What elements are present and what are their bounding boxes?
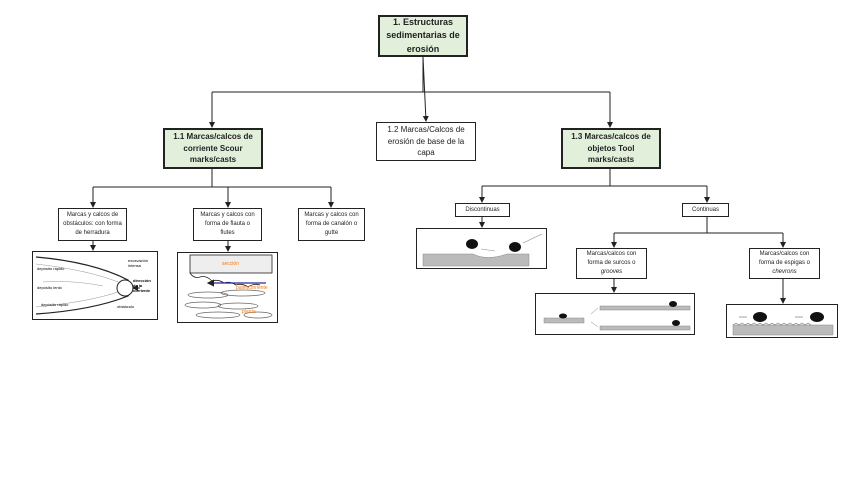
- label-slow-deposit: depósito lento: [37, 285, 62, 290]
- label-fast-deposit: depósito rápido: [37, 266, 65, 271]
- label-section: sección: [222, 261, 239, 267]
- node-label: Continuas: [691, 206, 720, 213]
- node-label: 1.3 Marcas/calcos de objetos Tool marks/…: [571, 132, 651, 165]
- node-label: Marcas/calcos con forma de espigas o che…: [758, 251, 811, 275]
- label-current-direction: dirección de la corriente: [133, 278, 151, 293]
- label-intense-excavation: excavación intensa: [128, 258, 149, 268]
- node-grooves: Marcas/calcos con forma de surcos o groo…: [576, 248, 647, 279]
- chevrons-illustration: [726, 304, 838, 338]
- node-label: Discontinuas: [465, 206, 500, 213]
- label-fast-deposit-2: depósito rápido: [41, 302, 69, 307]
- node-chevrons: Marcas/calcos con forma de espigas o che…: [749, 248, 820, 279]
- node-label: Marcas/calcos con forma de surcos o groo…: [586, 251, 637, 275]
- flutes-illustration: sección paleocorriente planta: [177, 252, 278, 323]
- discontinuous-illustration: [416, 228, 547, 269]
- node-label: Marcas y calcos con forma de canalón o g…: [304, 212, 359, 236]
- label-paleocurrent: paleocorriente: [236, 285, 268, 291]
- node-label: 1.1 Marcas/calcos de corriente Scour mar…: [173, 132, 253, 165]
- label-plan: planta: [242, 309, 256, 315]
- root-node: 1. Estructuras sedimentarias de erosión: [378, 15, 468, 57]
- node-discontinuous: Discontinuas: [455, 203, 510, 217]
- node-label: Marcas y calcos con forma de flauta o fl…: [200, 212, 255, 236]
- node-flutes: Marcas y calcos con forma de flauta o fl…: [193, 208, 262, 241]
- root-label: 1. Estructuras sedimentarias de erosión: [386, 17, 460, 54]
- node-continuous: Continuas: [682, 203, 729, 217]
- horseshoe-illustration: excavación intensa dirección de la corri…: [32, 251, 158, 320]
- node-gutter: Marcas y calcos con forma de canalón o g…: [298, 208, 365, 241]
- node-label: Marcas y calcos de obstáculos: con forma…: [63, 212, 122, 236]
- node-erosion-base: 1.2 Marcas/Calcos de erosión de base de …: [376, 122, 476, 161]
- node-tool-marks: 1.3 Marcas/calcos de objetos Tool marks/…: [561, 128, 661, 169]
- node-scour-marks: 1.1 Marcas/calcos de corriente Scour mar…: [163, 128, 263, 169]
- node-label: 1.2 Marcas/Calcos de erosión de base de …: [387, 125, 465, 158]
- label-obstacle: obstáculo: [117, 304, 135, 309]
- grooves-illustration: [535, 293, 695, 335]
- node-horseshoe: Marcas y calcos de obstáculos: con forma…: [58, 208, 127, 241]
